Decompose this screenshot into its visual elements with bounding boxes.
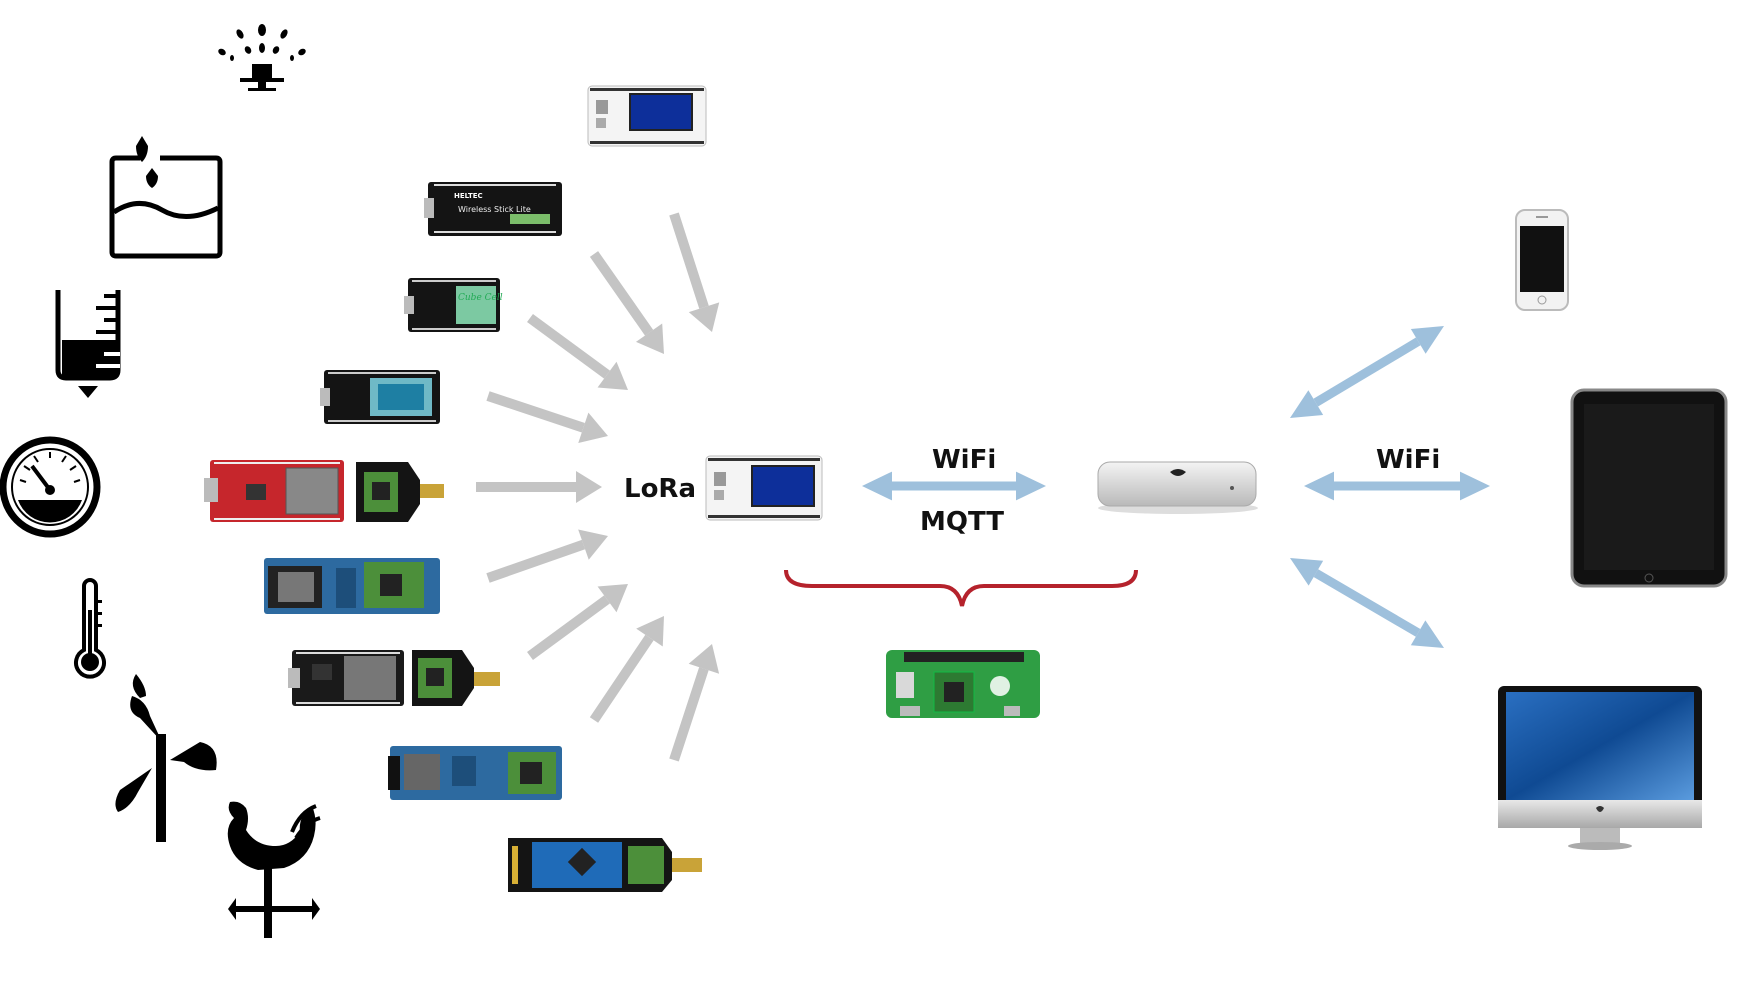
server-imac-arrow (1290, 558, 1444, 648)
heltec-wifi-lora-oled-board (587, 85, 707, 147)
wifi-right-label: WiFi (1376, 445, 1440, 475)
lora-arrows (476, 212, 720, 762)
ipad-icon (1570, 388, 1728, 588)
lora-gateway-board (705, 455, 823, 521)
wind-vane-icon (115, 674, 217, 842)
wifi-left-label: WiFi (932, 445, 996, 475)
weathercock-icon (227, 801, 321, 938)
thermometer-icon (74, 578, 106, 679)
wireless-stick-label: Wireless Stick Lite (458, 205, 531, 214)
lora-arrow-8 (589, 616, 664, 723)
heltec-logo-text: HELTEC (454, 192, 483, 200)
gateway-server-arrow (862, 471, 1046, 501)
mqtt-label: MQTT (920, 507, 1004, 537)
esp32-lora-red-board (204, 460, 444, 522)
rain-gauge-icon (55, 290, 121, 398)
pressure-gauge-icon (0, 436, 101, 538)
mac-mini-server (1097, 461, 1258, 514)
brace (784, 569, 1138, 607)
lora-arrow-6 (486, 529, 608, 583)
esp-lora-blue-board (264, 558, 440, 614)
imac-icon (1498, 686, 1702, 850)
server-ipad-arrow (1304, 471, 1490, 501)
cubecell-label: Cube Cell (458, 293, 503, 303)
lora-arrow-3 (527, 313, 628, 390)
iphone-icon (1515, 209, 1569, 311)
server-iphone-arrow (1290, 326, 1444, 418)
raspberry-pi-zero-board (886, 650, 1040, 718)
lora-arrow-4 (486, 391, 608, 443)
sprinkler-icon (218, 24, 306, 91)
arduino-nano-lora-board (508, 838, 702, 892)
lora-label: LoRa (624, 474, 696, 504)
water-tank-icon (109, 136, 223, 259)
lora-arrow-9 (669, 644, 720, 762)
lora-arrow-5 (476, 471, 602, 503)
esp-lora-small-board (388, 746, 562, 800)
lora-arrow-2 (589, 251, 664, 354)
wifi-arrows (862, 326, 1490, 648)
lora-arrow-1 (669, 212, 720, 332)
heltec-cubecell-board: Cube Cell (404, 278, 503, 332)
lora-arrow-7 (527, 584, 628, 661)
esp8266-lora-board (288, 650, 500, 706)
cubecell-oled-board (320, 370, 440, 424)
heltec-wireless-stick-lite-board: Wireless Stick Lite HELTEC (424, 182, 562, 236)
